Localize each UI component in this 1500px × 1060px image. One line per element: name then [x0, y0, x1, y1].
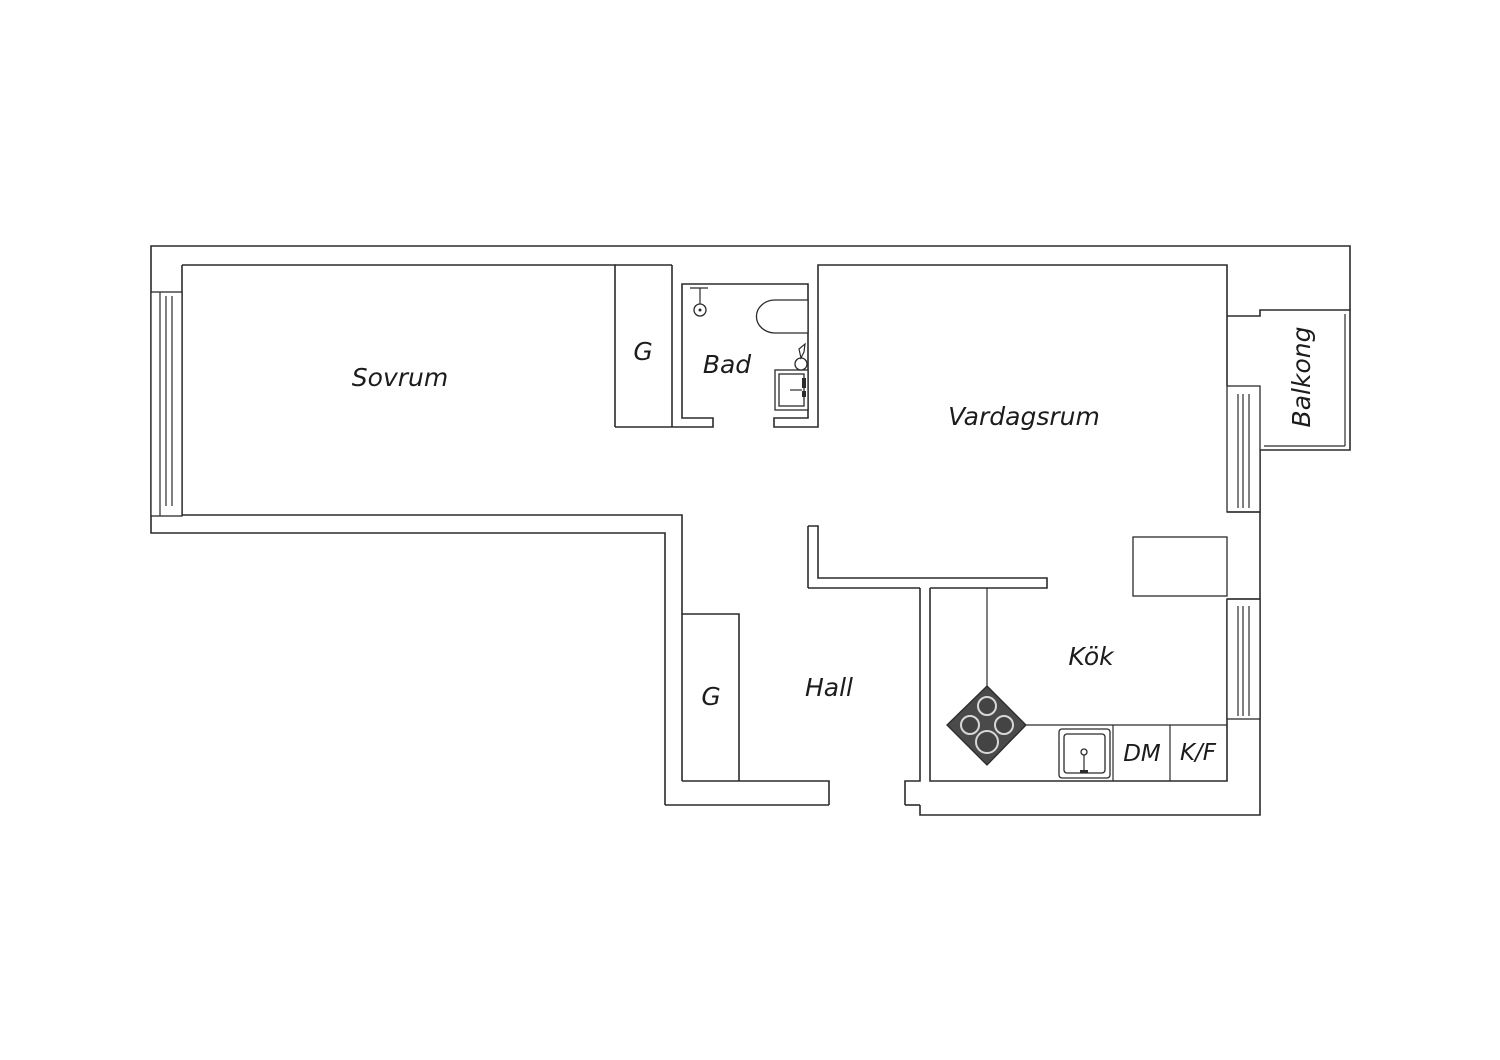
sink-icon [774, 369, 809, 411]
kitchen-sink-icon [1058, 728, 1111, 779]
shower-icon [690, 287, 708, 317]
label-hall: Hall [805, 673, 853, 702]
label-balkong: Balkong [1287, 327, 1316, 428]
window-kok [1226, 598, 1261, 720]
label-vardagsrum: Vardagsrum [948, 402, 1100, 431]
stove-icon [946, 685, 1027, 766]
label-sovrum: Sovrum [352, 363, 448, 392]
chimney [1132, 536, 1228, 597]
label-bad: Bad [703, 350, 751, 379]
label-garderob-hall: G [701, 682, 720, 711]
balcony [1227, 309, 1351, 451]
label-kok: Kök [1068, 642, 1115, 671]
inner-walls [181, 264, 1228, 805]
window-vardagsrum [1226, 385, 1261, 513]
label-garderob-top: G [633, 337, 652, 366]
hall-wardrobe [682, 613, 740, 781]
toilet-icon [755, 299, 809, 334]
plant-icon [794, 342, 808, 371]
label-dishwasher: DM [1123, 741, 1161, 767]
label-fridge-freezer: K/F [1180, 740, 1217, 766]
window-sovrum [150, 291, 183, 517]
kitchen-counter [986, 588, 1227, 781]
